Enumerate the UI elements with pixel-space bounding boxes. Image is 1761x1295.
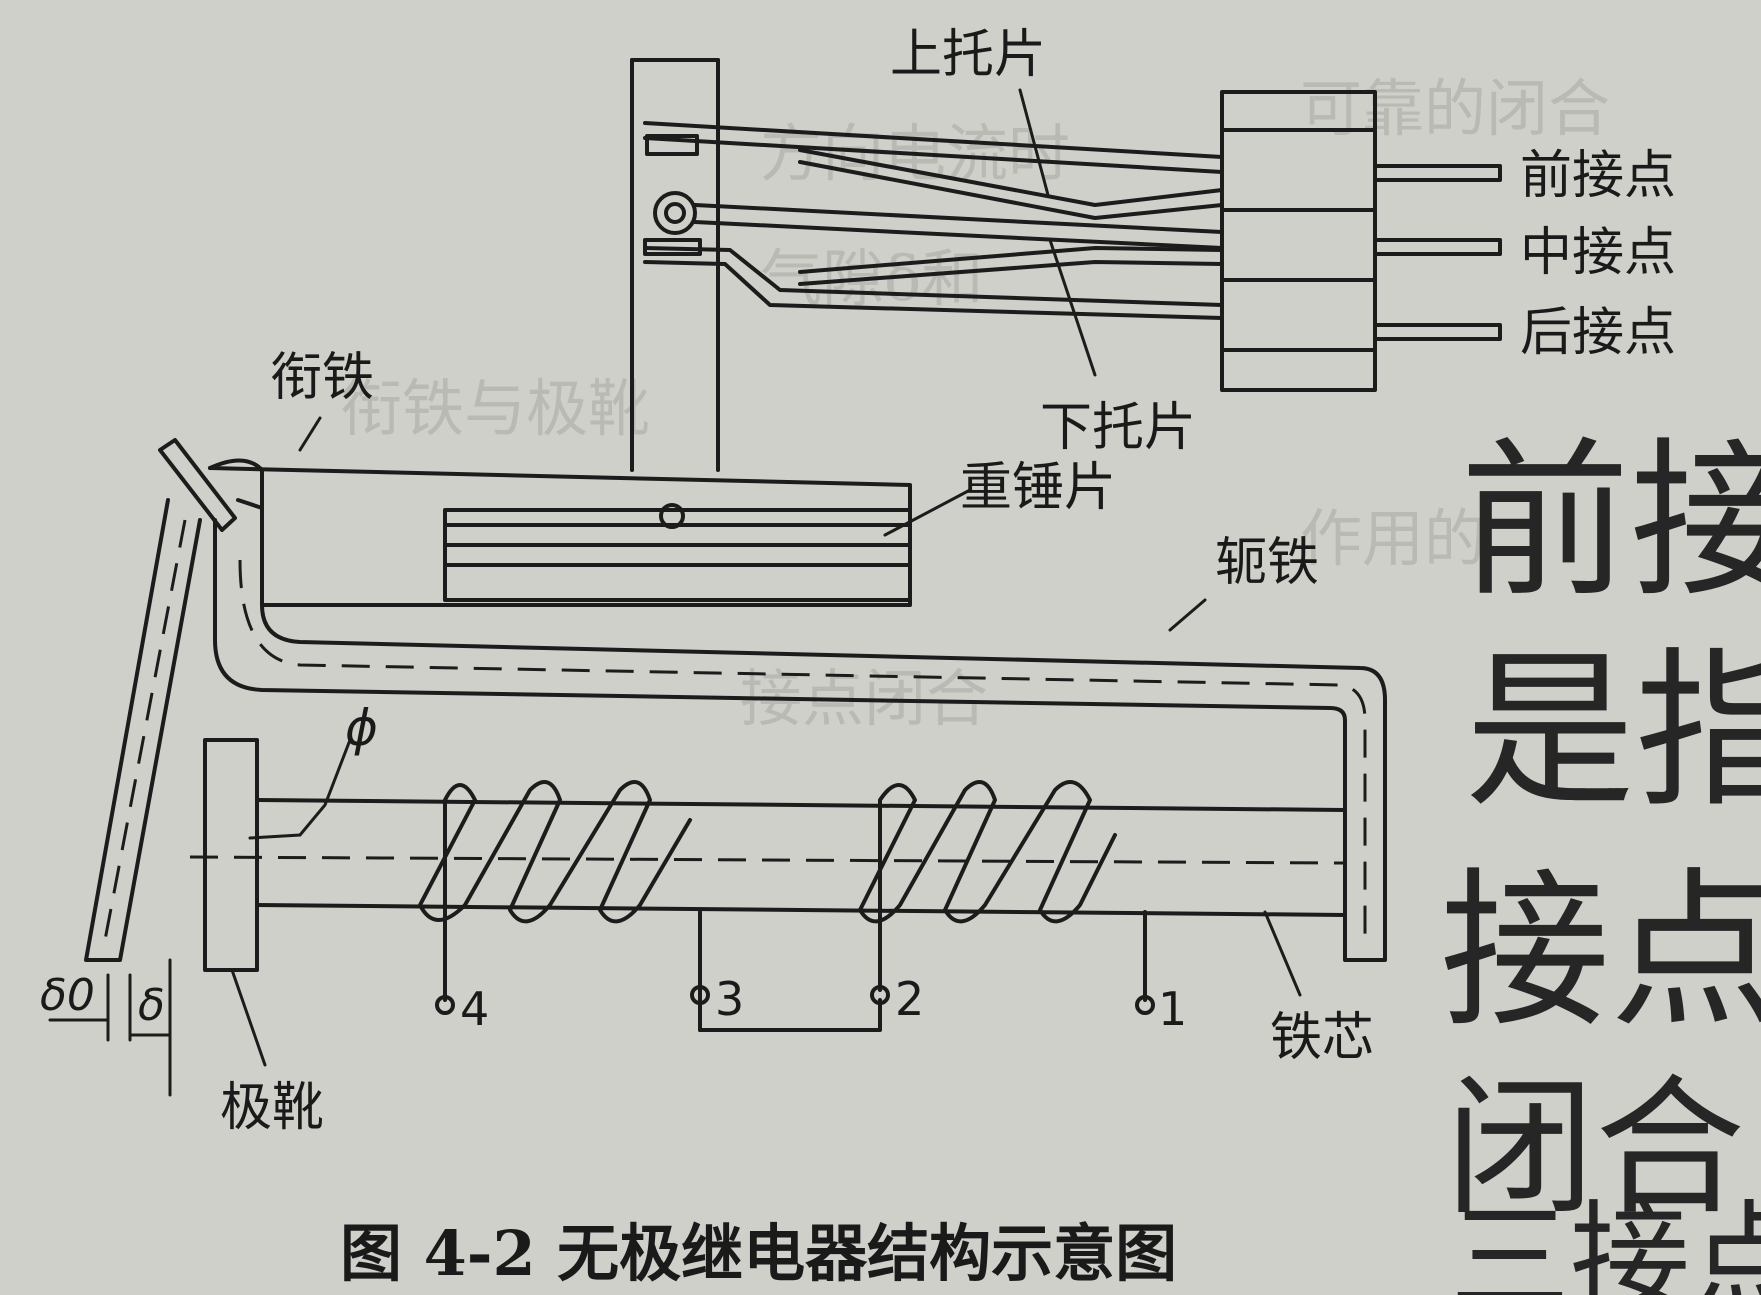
lower-bracket-label: 下托片 — [1040, 398, 1196, 458]
delta0-label: δ0 — [40, 970, 95, 1021]
ghost-text: 可靠的闭合 — [1300, 72, 1610, 145]
front-contact-label: 前接点 — [1520, 146, 1676, 206]
armature — [208, 458, 912, 607]
coil — [418, 780, 1147, 1032]
terminal-3 — [690, 985, 710, 1005]
back-contact-label: 后接点 — [1520, 303, 1676, 363]
terminal-1-label: 1 — [1158, 982, 1187, 1036]
upper-bracket-leader — [1018, 88, 1050, 197]
pole-shoe-leader — [230, 968, 267, 1067]
ghost-text: 衔铁与极靴 — [340, 372, 650, 445]
terminal-4-label: 4 — [460, 982, 489, 1036]
pole-shoe — [203, 738, 259, 972]
iron-core-label: 铁芯 — [1270, 1008, 1374, 1068]
weight-plate-label: 重锤片 — [960, 458, 1116, 518]
middle-contact-label: 中接点 — [1520, 223, 1676, 283]
armature-leader — [298, 416, 322, 452]
terminal-1 — [1135, 995, 1155, 1015]
ghost-text: 作用的 — [1300, 502, 1486, 575]
yoke — [213, 518, 1387, 962]
handwritten-notes: 前接 是指 接点 闭合电 三接点 — [1440, 423, 1761, 1295]
upper-bracket-label: 上托片 — [890, 25, 1046, 85]
gap-markers — [48, 958, 172, 1097]
pole-shoe-label: 极靴 — [220, 1078, 324, 1138]
delta-label: δ — [138, 980, 165, 1031]
terminal-3-label: 3 — [715, 972, 744, 1026]
terminal-2 — [870, 985, 890, 1005]
flux-label: ϕ — [345, 699, 378, 757]
weight-plate-leader — [883, 488, 972, 537]
handwritten-line: 前接 — [1460, 423, 1761, 621]
terminals — [435, 985, 1155, 1015]
handwritten-line: 接点 — [1440, 853, 1761, 1051]
handwritten-line: 是指 — [1465, 633, 1761, 831]
background-text: 可靠的闭合 方向电流时 气隙δ和 衔铁与极靴 作用的 接点闭合 — [340, 72, 1610, 735]
armature-arm — [84, 438, 237, 962]
contact-pins — [1373, 164, 1502, 341]
terminal-4 — [435, 995, 455, 1015]
armature-label: 衔铁 — [270, 348, 374, 408]
terminal-2-label: 2 — [895, 972, 924, 1026]
handwritten-line: 三接点 — [1450, 1190, 1761, 1295]
lower-bracket-leader — [1048, 238, 1097, 377]
contact-springs — [643, 121, 1224, 320]
figure-caption: 图 4-2 无极继电器结构示意图 — [340, 1217, 1177, 1290]
iron-core — [189, 798, 1347, 997]
contact-block — [1220, 90, 1377, 392]
yoke-leader — [1168, 598, 1207, 632]
flux-leader — [248, 738, 352, 840]
yoke-label: 轭铁 — [1215, 533, 1319, 593]
handwritten-line: 闭合电 — [1445, 1062, 1761, 1236]
